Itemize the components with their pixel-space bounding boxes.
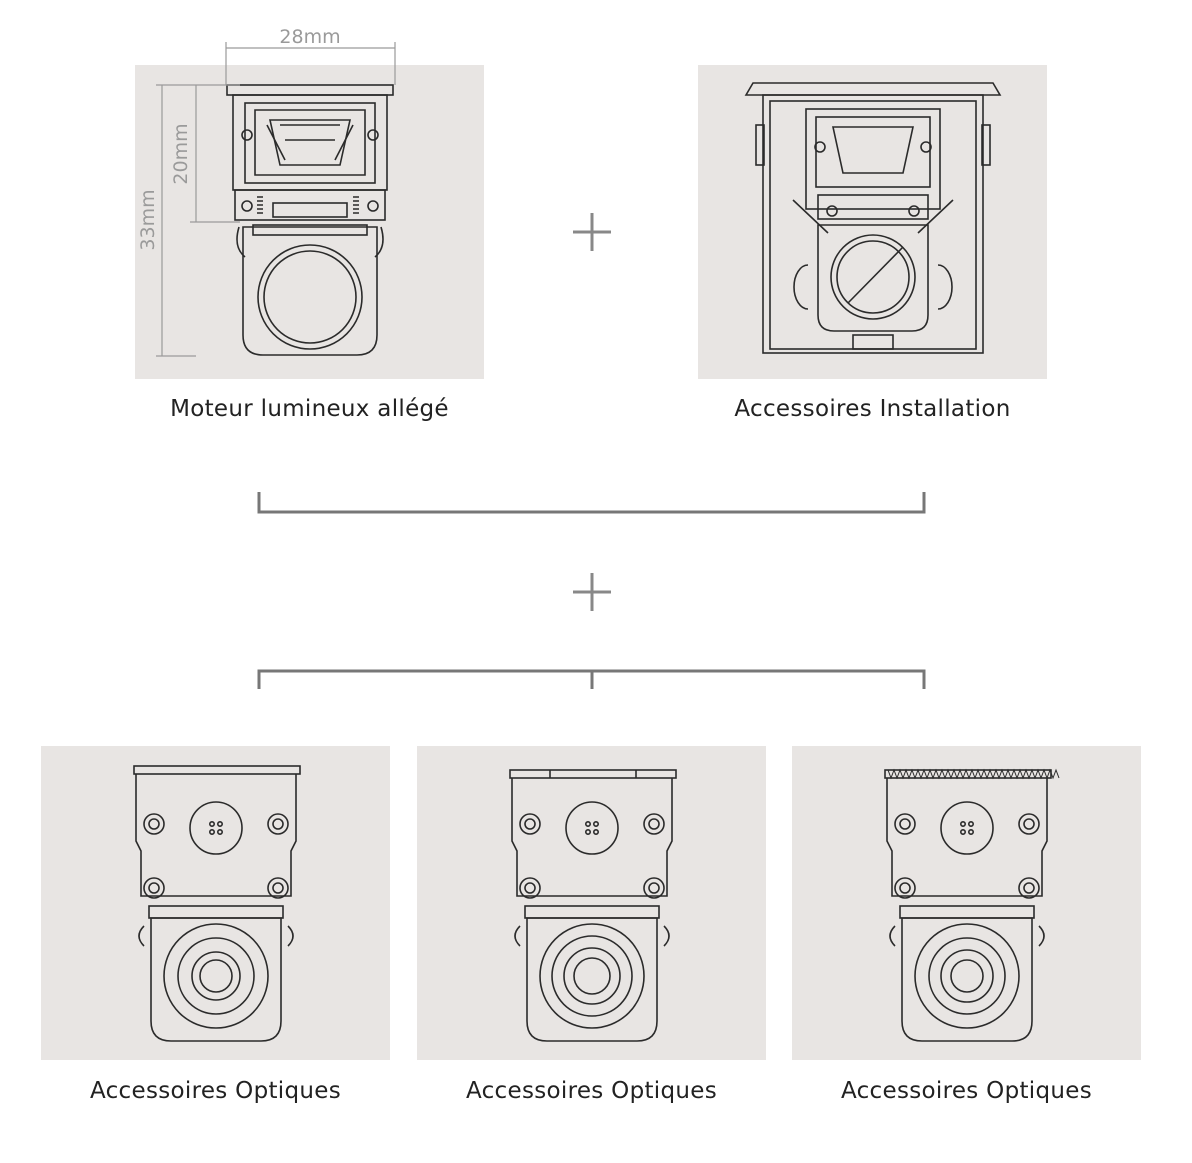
optics-drawing-panel-3 [792,746,1141,1060]
installation-caption: Accessoires Installation [734,396,1011,422]
optics-drawing-3 [884,768,1060,1042]
optics-drawing-panel-1 [41,746,390,1060]
plus-icon [573,573,611,611]
optics-caption-2: Accessoires Optiques [465,1078,717,1104]
width-dimension-label: 28mm [279,26,340,48]
optics-caption-3: Accessoires Optiques [840,1078,1092,1104]
grouping-bracket-bottom [257,669,926,689]
optics-drawing-2 [509,769,677,1042]
engine-drawing [226,84,394,356]
optics-caption-1: Accessoires Optiques [89,1078,341,1104]
engine-drawing-panel [135,65,484,379]
engine-caption: Moteur lumineux allégé [170,396,449,422]
installation-drawing [744,82,1002,354]
grouping-bracket-top [257,492,926,514]
optics-drawing-1 [133,765,301,1042]
plus-icon [573,213,611,251]
optics-drawing-panel-2 [417,746,766,1060]
installation-drawing-panel [698,65,1047,379]
